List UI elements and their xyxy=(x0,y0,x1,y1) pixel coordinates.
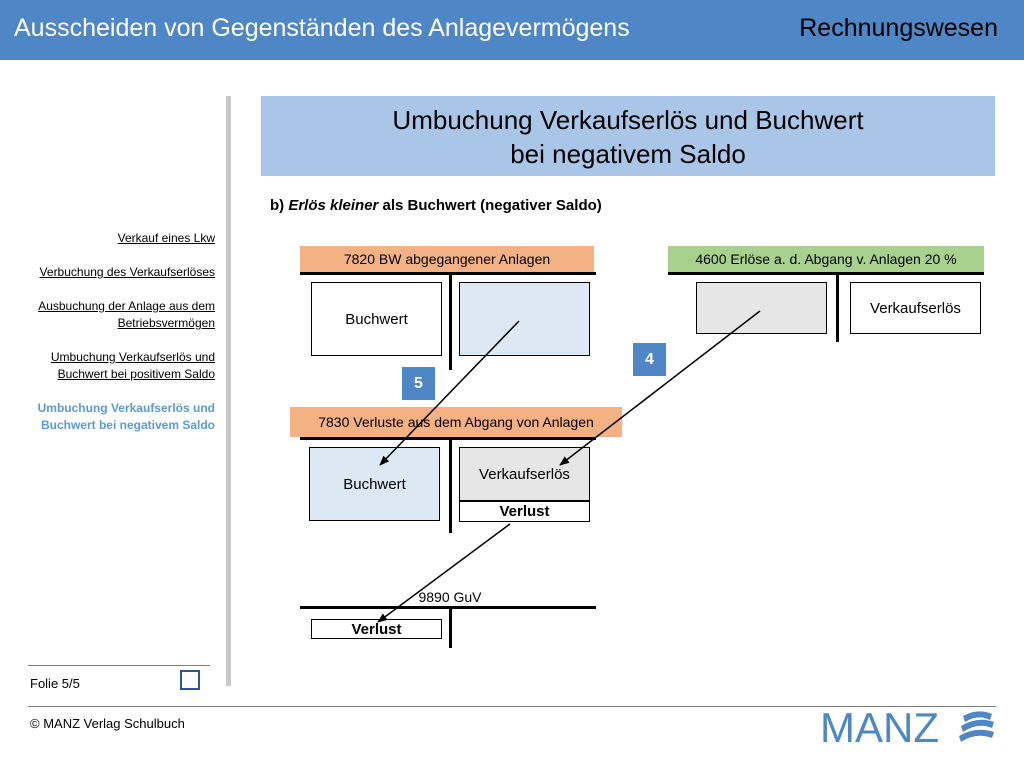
manz-logo-graphic: MANZ xyxy=(820,704,994,751)
account-7820-credit-entry xyxy=(459,282,590,356)
slide-subtitle: b) Erlös kleiner als Buchwert (negativer… xyxy=(270,197,602,214)
account-4600-header: 4600 Erlöse a. d. Abgang v. Anlagen 20 % xyxy=(668,246,984,272)
account-7830-credit-entry: Verkaufserlös xyxy=(459,447,590,501)
nav-link-verbuchung-verkaufserloes[interactable]: Verbuchung des Verkaufserlöses xyxy=(39,265,215,279)
nav-bottom-divider xyxy=(28,665,210,666)
slide-nav: Verkauf eines Lkw Verbuchung des Verkauf… xyxy=(20,230,215,451)
account-9890-header: 9890 GuV xyxy=(418,589,482,605)
step-badge-4: 4 xyxy=(633,343,666,376)
nav-link-ausbuchung-anlage[interactable]: Ausbuchung der Anlage aus dem Betriebsve… xyxy=(38,299,215,330)
account-9890-center-line xyxy=(449,606,452,648)
slide-title-line1: Umbuchung Verkaufserlös und Buchwert xyxy=(392,105,864,135)
account-4600-debit-entry xyxy=(696,282,827,334)
subtitle-prefix: b) xyxy=(270,197,289,214)
account-9890-debit-entry: Verlust xyxy=(311,619,442,639)
manz-logo: MANZ xyxy=(818,702,998,751)
section-label: Rechnungswesen xyxy=(799,14,998,42)
nav-divider xyxy=(226,96,231,686)
subtitle-emphasis: Erlös kleiner xyxy=(288,197,379,214)
account-7820-top-line xyxy=(300,272,596,275)
logo-text: MANZ xyxy=(820,704,939,750)
footer-divider xyxy=(28,706,996,707)
step-badge-5: 5 xyxy=(402,367,435,400)
account-7820-header: 7820 BW abgegangener Anlagen xyxy=(300,246,594,272)
account-7820-center-line xyxy=(449,272,452,370)
nav-link-positiver-saldo[interactable]: Umbuchung Verkaufserlös und Buchwert bei… xyxy=(50,350,215,381)
header-bar xyxy=(0,0,1024,60)
account-4600-center-line xyxy=(836,272,839,342)
slide-nav-button[interactable] xyxy=(180,670,200,690)
subtitle-rest: als Buchwert (negativer Saldo) xyxy=(378,197,602,214)
slide-counter: Folie 5/5 xyxy=(30,676,80,691)
arrow-4600-to-7830 xyxy=(559,310,761,466)
account-9890-top-line xyxy=(300,606,596,609)
nav-link-negativer-saldo[interactable]: Umbuchung Verkaufserlös und Buchwert bei… xyxy=(37,401,215,432)
account-7830-header: 7830 Verluste aus dem Abgang von Anlagen xyxy=(290,407,622,437)
nav-link-verkauf-lkw[interactable]: Verkauf eines Lkw xyxy=(117,231,215,245)
slide-title-line2: bei negativem Saldo xyxy=(510,139,746,169)
account-4600-top-line xyxy=(668,272,984,275)
account-7820-debit-entry: Buchwert xyxy=(311,282,442,356)
account-7830-center-line xyxy=(449,437,452,533)
account-7830-debit-entry: Buchwert xyxy=(309,447,440,521)
slide-title-box: Umbuchung Verkaufserlös und Buchwert bei… xyxy=(261,96,995,176)
page-title: Ausscheiden von Gegenständen des Anlagev… xyxy=(14,14,630,42)
account-7830-top-line xyxy=(300,437,596,440)
account-7830-saldo-entry: Verlust xyxy=(459,501,590,522)
copyright-text: © MANZ Verlag Schulbuch xyxy=(30,716,185,731)
account-4600-credit-entry: Verkaufserlös xyxy=(850,282,981,334)
